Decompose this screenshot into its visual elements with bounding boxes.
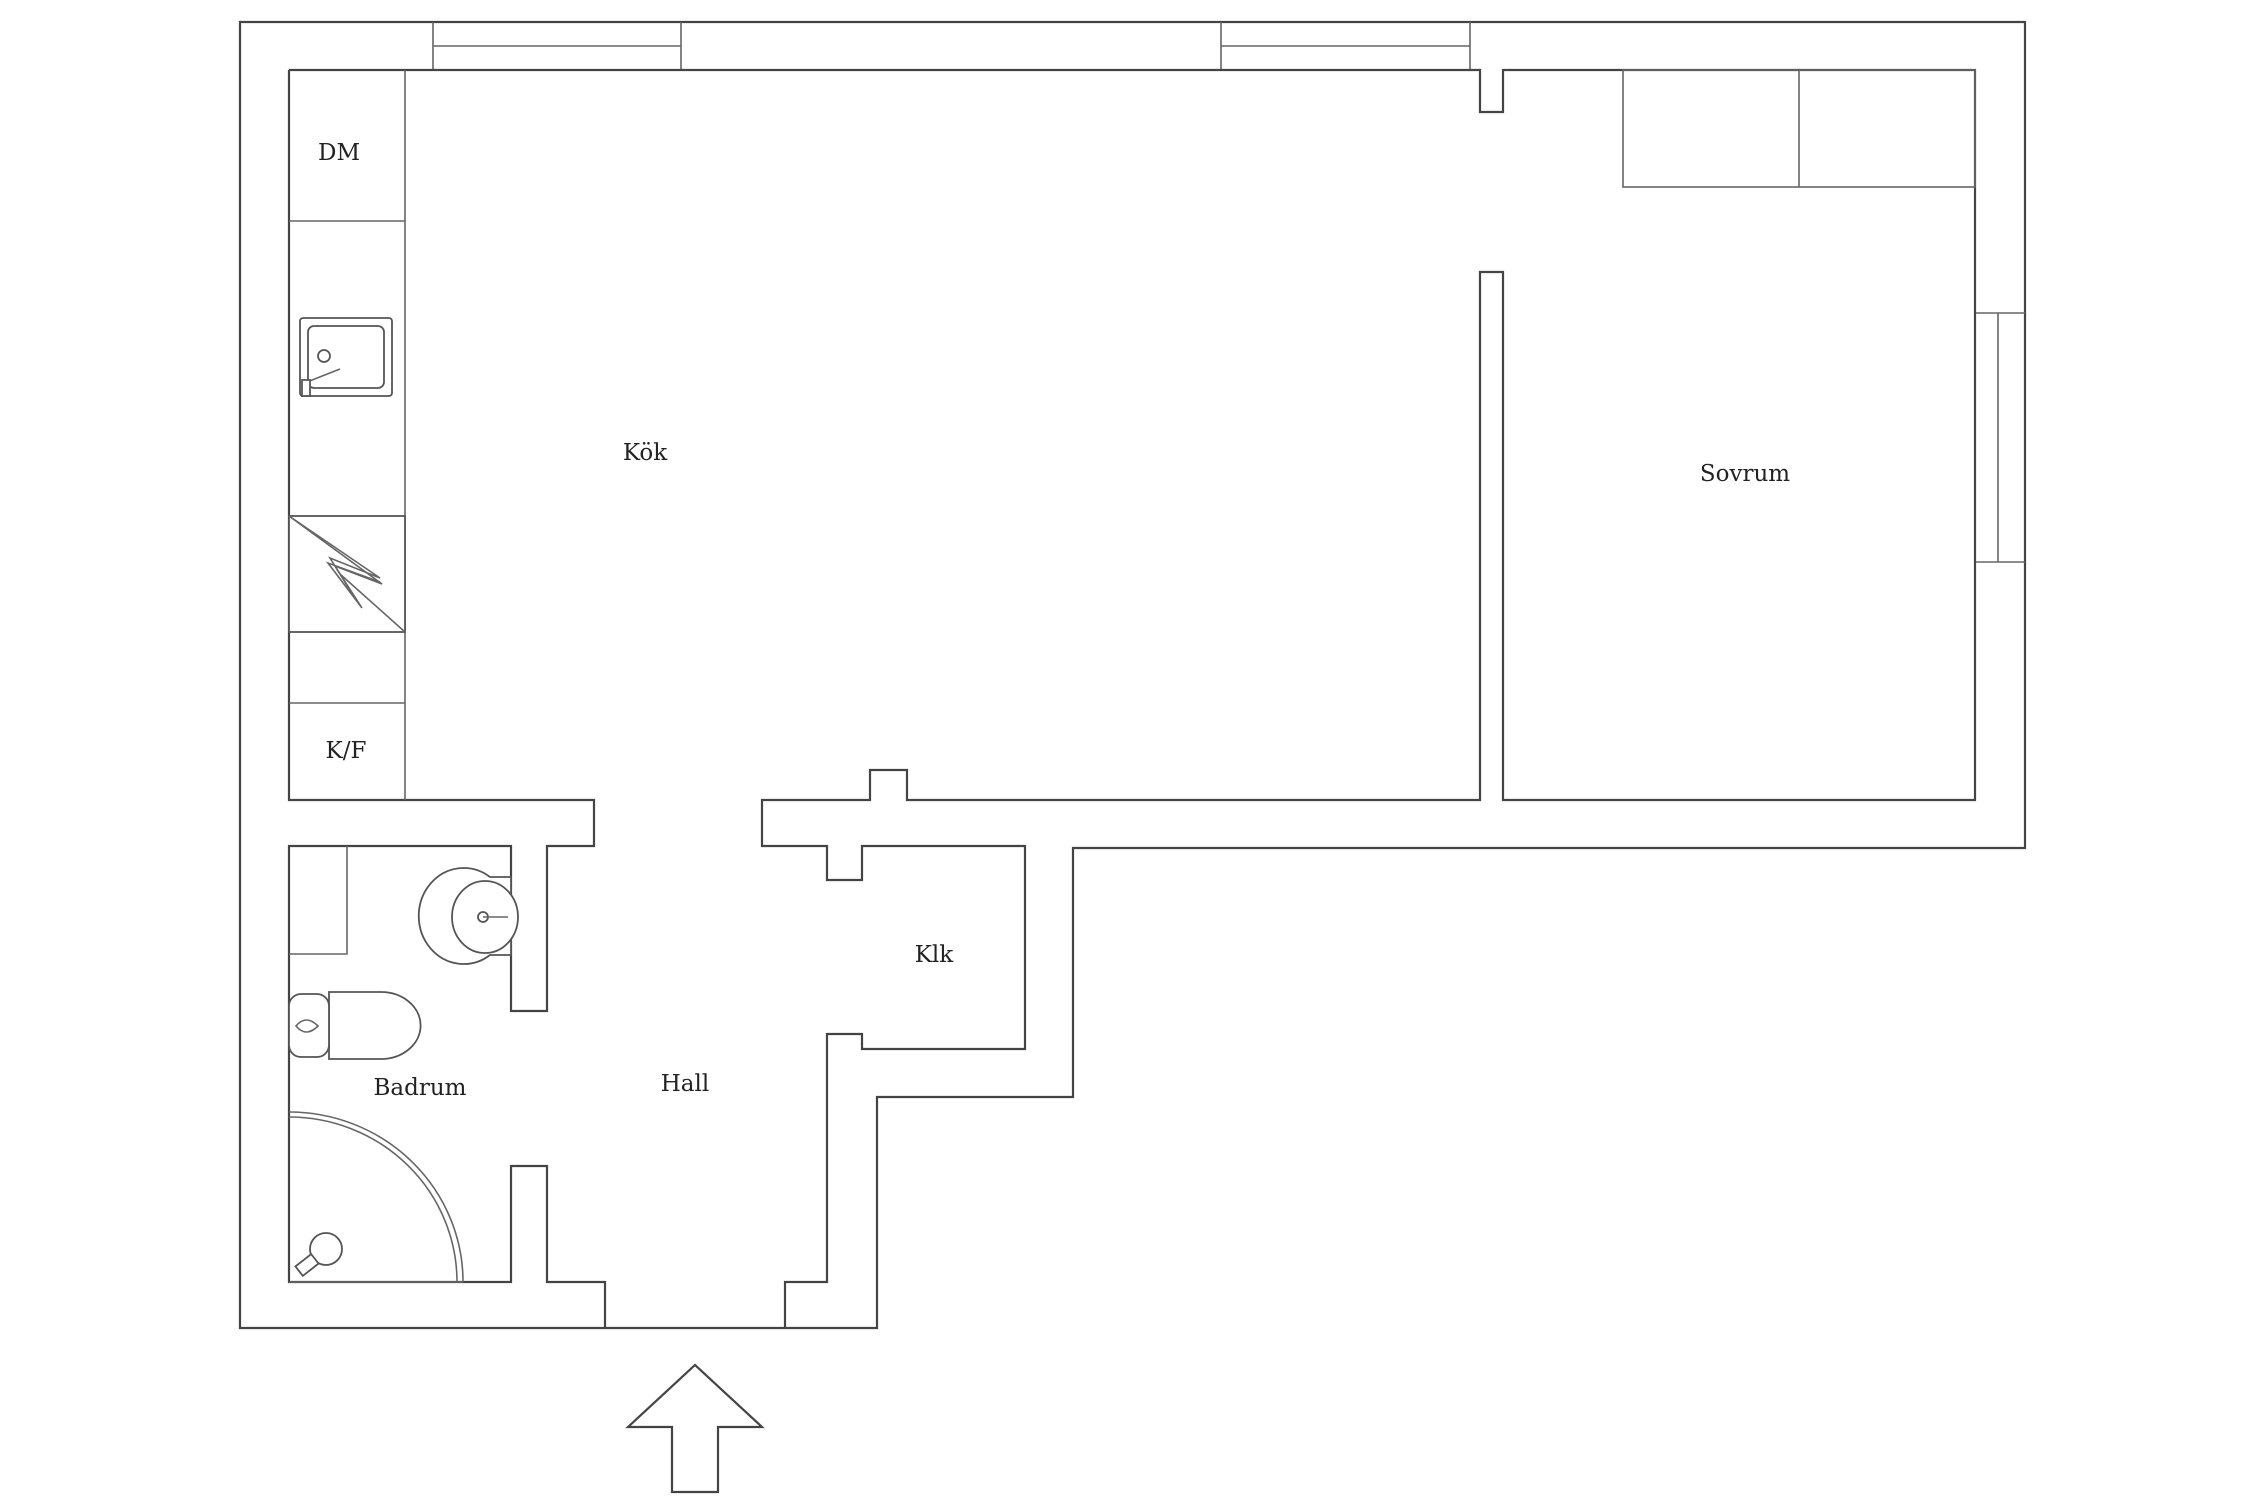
bath-niche — [289, 846, 348, 955]
shower-icon — [288, 1111, 464, 1283]
window-top-left — [432, 22, 682, 70]
window-top-right — [1220, 22, 1471, 70]
label-fridge-freezer: K/F — [326, 738, 367, 764]
outer-wall — [238, 20, 2027, 1330]
kitchen-wall-left — [287, 70, 607, 1328]
label-kitchen: Kök — [623, 440, 668, 466]
kitchen-counter — [289, 70, 406, 800]
label-bedroom: Sovrum — [1700, 461, 1790, 487]
label-bathroom: Badrum — [374, 1075, 467, 1101]
stove-icon — [288, 515, 406, 633]
kitchen-wall — [289, 68, 1977, 1328]
label-hall: Hall — [661, 1071, 709, 1097]
entrance-arrow-icon — [625, 1363, 765, 1494]
label-dishwasher: DM — [318, 140, 360, 166]
window-right — [1975, 312, 2025, 563]
label-closet: Klk — [915, 942, 955, 968]
toilet-icon — [288, 991, 422, 1060]
washbasin-icon — [417, 867, 519, 965]
wardrobe — [1622, 69, 1976, 188]
sink-icon — [299, 317, 393, 397]
